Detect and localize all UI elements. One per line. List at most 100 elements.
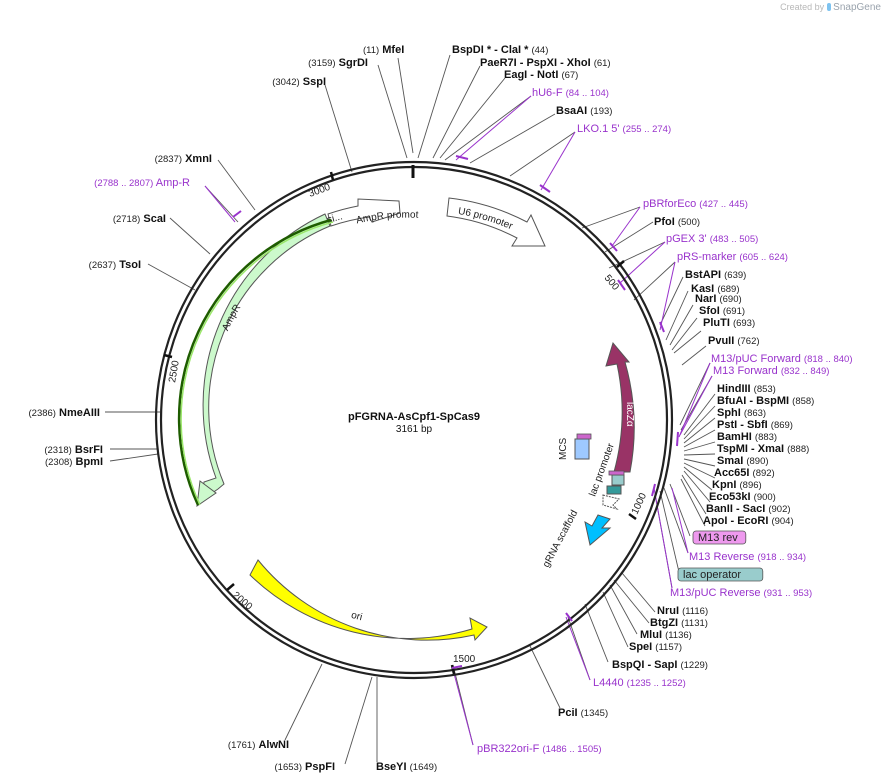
site-name: M13/pUC Reverse <box>670 587 760 599</box>
enzyme-label[interactable]: SphI (863) <box>717 407 766 419</box>
enzyme-label[interactable]: SpeI (1157) <box>629 641 682 653</box>
enzyme-label[interactable]: (1653) PspFI <box>275 761 335 773</box>
enzyme-label[interactable]: PstI - SbfI (869) <box>717 419 793 431</box>
site-position: (44) <box>531 45 548 56</box>
enzyme-label[interactable]: (2386) NmeAIII <box>29 407 101 419</box>
enzyme-label[interactable]: BsaAI (193) <box>556 105 612 117</box>
feature-mcs[interactable]: MCS <box>558 433 592 460</box>
site-name: pBR322ori-F <box>477 743 540 755</box>
primer-label[interactable]: M13/pUC Reverse (931 .. 953) <box>670 587 812 599</box>
enzyme-label[interactable]: EagI - NotI (67) <box>504 69 578 81</box>
site-name: BsrFI <box>75 444 103 456</box>
site-name: M13/pUC Forward <box>711 353 801 365</box>
enzyme-label[interactable]: PaeR7I - PspXI - XhoI (61) <box>480 57 611 69</box>
enzyme-label[interactable]: PvuII (762) <box>708 335 760 347</box>
primer-label[interactable]: LKO.1 5' (255 .. 274) <box>577 123 671 135</box>
site-name: LKO.1 5' <box>577 123 619 135</box>
site-position: (11) <box>363 45 379 56</box>
feature-label: lacZα <box>624 402 635 427</box>
feature-si[interactable]: si... <box>326 198 401 227</box>
site-name: pBRforEco <box>643 198 696 210</box>
enzyme-label[interactable]: (2318) BsrFI <box>44 444 103 456</box>
feature-u6-promoter[interactable]: U6 promoter <box>446 197 546 247</box>
site-name: SspI <box>303 76 326 88</box>
feature-lacz-alpha[interactable]: lacZα <box>605 341 635 473</box>
site-position: (2318) <box>44 445 71 456</box>
feature-tag-label: M13 rev <box>698 532 738 544</box>
svg-text:AmpR promoter: AmpR promoter <box>0 0 419 226</box>
feature-label: ori <box>350 610 364 624</box>
enzyme-label[interactable]: BanII - SacI (902) <box>706 503 791 515</box>
enzyme-label[interactable]: (3159) SgrDI <box>308 57 368 69</box>
site-name: Acc65I <box>714 467 749 479</box>
feature-ampr[interactable]: AmpR <box>177 213 334 508</box>
enzyme-label[interactable]: SmaI (890) <box>717 455 769 467</box>
enzyme-label[interactable]: Eco53kI (900) <box>709 491 776 503</box>
enzyme-label[interactable]: NarI (690) <box>695 293 742 305</box>
site-name: pRS-marker <box>677 251 737 263</box>
site-name: Amp-R <box>156 177 190 189</box>
enzyme-label[interactable]: KpnI (896) <box>712 479 762 491</box>
site-name: SphI <box>717 407 741 419</box>
feature-ampr-promoter[interactable]: AmpR promoter <box>0 0 419 226</box>
enzyme-label[interactable]: NruI (1116) <box>657 605 708 617</box>
site-name: BanII - SacI <box>706 503 765 515</box>
enzyme-label[interactable]: (2718) ScaI <box>113 213 166 225</box>
feature-tag-box <box>677 567 764 582</box>
site-position: (61) <box>594 58 611 69</box>
site-position: (605 .. 624) <box>739 252 788 263</box>
enzyme-label[interactable]: (2837) XmnI <box>155 153 212 165</box>
feature-grna-scaffold[interactable]: gRNA scaffold <box>541 508 612 569</box>
enzyme-label[interactable]: PciI (1345) <box>558 707 608 719</box>
primer-label[interactable]: pBRforEco (427 .. 445) <box>643 198 748 210</box>
enzyme-label[interactable]: PluTI (693) <box>703 317 755 329</box>
primer-label[interactable]: M13/pUC Forward (818 .. 840) <box>711 353 853 365</box>
primer-label[interactable]: L4440 (1235 .. 1252) <box>593 677 686 689</box>
enzyme-label[interactable]: BspDI * - ClaI * (44) <box>452 44 548 56</box>
enzyme-label[interactable]: (2637) TsoI <box>89 259 141 271</box>
feature-label: MCS <box>558 437 569 460</box>
enzyme-label[interactable]: BstAPI (639) <box>685 269 746 281</box>
enzyme-label[interactable]: PfoI (500) <box>654 216 700 228</box>
site-position: (639) <box>724 270 746 281</box>
tick-marks: 500 1000 1500 2000 2500 3000 <box>163 171 649 675</box>
enzyme-label[interactable]: (3042) SspI <box>272 76 326 88</box>
primer-label[interactable]: pBR322ori-F (1486 .. 1505) <box>477 743 602 755</box>
enzyme-label[interactable]: HindIII (853) <box>717 383 776 395</box>
enzyme-label[interactable]: (2308) BpmI <box>45 456 103 468</box>
site-name: MfeI <box>382 44 404 56</box>
site-position: (1761) <box>228 740 255 751</box>
enzyme-label[interactable]: BspQI - SapI (1229) <box>612 659 708 671</box>
feature-tag-label: lac operator <box>683 569 741 581</box>
primer-label[interactable]: pRS-marker (605 .. 624) <box>677 251 788 263</box>
site-position: (690) <box>719 294 741 305</box>
enzyme-label[interactable]: BamHI (883) <box>717 431 777 443</box>
site-name: PfoI <box>654 216 675 228</box>
enzyme-label[interactable]: KasI (689) <box>691 283 740 295</box>
enzyme-label[interactable]: (1761) AlwNI <box>228 739 289 751</box>
site-name: BspQI - SapI <box>612 659 677 671</box>
primer-label[interactable]: M13 Reverse (918 .. 934) <box>689 551 806 563</box>
site-position: (2637) <box>89 260 116 271</box>
enzyme-label[interactable]: MluI (1136) <box>640 629 692 641</box>
primer-label[interactable]: hU6-F (84 .. 104) <box>532 87 609 99</box>
primer-label[interactable]: M13 Forward (832 .. 849) <box>713 365 829 377</box>
plasmid-size: 3161 bp <box>396 424 433 435</box>
enzyme-label[interactable]: Acc65I (892) <box>714 467 775 479</box>
feature-ori[interactable]: ori <box>249 559 488 642</box>
enzyme-label[interactable]: SfoI (691) <box>699 305 745 317</box>
primer-label[interactable]: (2788 .. 2807) Amp-R <box>94 177 190 189</box>
enzyme-label[interactable]: (11) MfeI <box>363 44 404 56</box>
enzyme-label[interactable]: ApoI - EcoRI (904) <box>703 515 794 527</box>
site-position: (1649) <box>410 762 437 773</box>
enzyme-label[interactable]: BtgZI (1131) <box>650 617 708 629</box>
site-position: (892) <box>753 468 775 479</box>
tick-label: 1500 <box>453 654 476 665</box>
enzyme-label[interactable]: BfuAI - BspMI (858) <box>717 395 814 407</box>
primer-label[interactable]: pGEX 3' (483 .. 505) <box>666 233 758 245</box>
site-name: M13 Forward <box>713 365 778 377</box>
feature-lac-operator[interactable] <box>606 470 625 495</box>
enzyme-label[interactable]: BseYI (1649) <box>376 761 437 773</box>
enzyme-label[interactable]: TspMI - XmaI (888) <box>717 443 809 455</box>
backbone-outer <box>154 160 674 680</box>
